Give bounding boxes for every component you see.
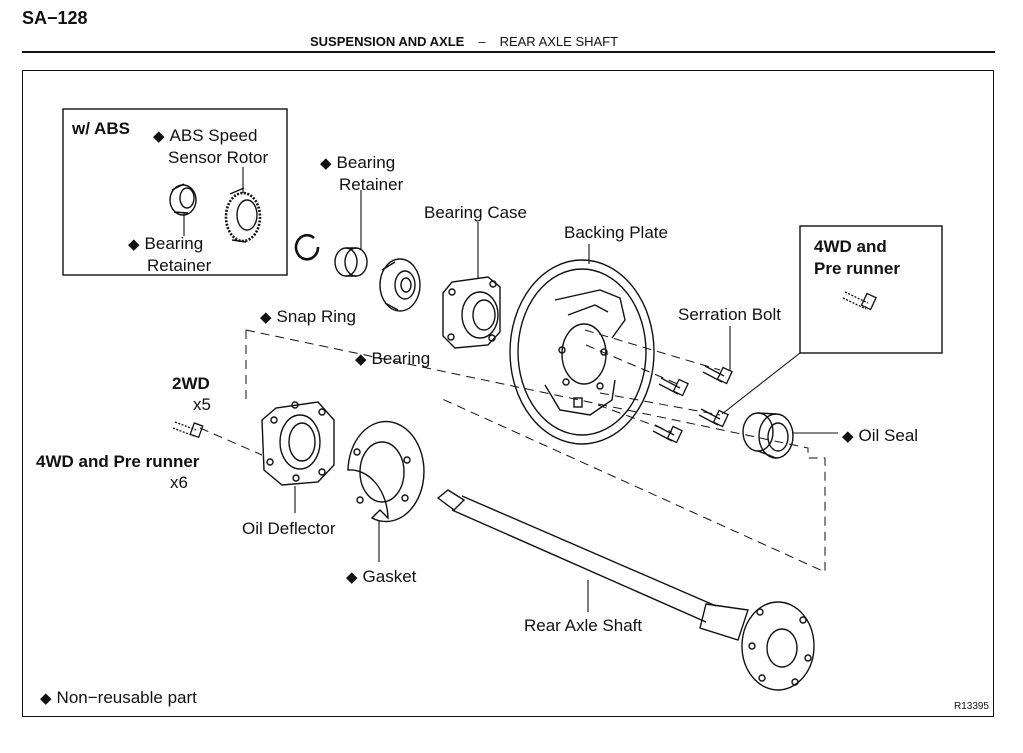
- fourwd-box-label-2: Pre runner: [814, 259, 900, 278]
- abs-bearing-retainer-label: ◆Bearing: [128, 234, 204, 253]
- twowd-label: 2WD: [172, 374, 210, 393]
- non-reusable-marker: ◆: [842, 428, 854, 445]
- header-separator: –: [478, 34, 486, 49]
- non-reusable-marker: ◆: [260, 309, 272, 326]
- serration-bolt-label: Serration Bolt: [678, 305, 781, 324]
- abs-bearing-retainer-label-2: Retainer: [147, 256, 212, 275]
- abs-bearing-retainer-part: [169, 183, 197, 216]
- diagram-frame: [22, 70, 994, 717]
- non-reusable-marker: ◆: [153, 128, 165, 145]
- fourwd-pre-runner-label: 4WD and Pre runner: [36, 452, 200, 471]
- gasket-label: ◆Gasket: [346, 567, 417, 586]
- oil-seal-part: [742, 412, 794, 459]
- header-rule: [22, 51, 995, 53]
- fourwd-box-label: 4WD and: [814, 237, 887, 256]
- oil-deflector-part: [261, 401, 335, 486]
- non-reusable-marker: ◆: [355, 351, 367, 368]
- rear-axle-shaft-label: Rear Axle Shaft: [524, 616, 643, 635]
- snap-ring-part: [294, 233, 320, 261]
- subsection-title: REAR AXLE SHAFT: [499, 34, 619, 49]
- oil-seal-label: ◆Oil Seal: [842, 426, 919, 445]
- non-reusable-marker: ◆: [346, 569, 358, 586]
- twowd-quantity: x5: [193, 395, 211, 414]
- page-header: SUSPENSION AND AXLE–REAR AXLE SHAFT: [310, 34, 618, 49]
- figure-id: R13395: [953, 701, 989, 712]
- backing-plate-part: [509, 259, 655, 445]
- bearing-case-label: Bearing Case: [424, 203, 528, 222]
- legend: ◆Non−reusable part: [40, 687, 197, 709]
- bearing-case-part: [442, 276, 501, 349]
- with-abs-label: w/ ABS: [72, 119, 130, 138]
- bearing-retainer-label: ◆Bearing: [320, 153, 396, 172]
- fourwd-quantity: x6: [170, 473, 188, 492]
- gasket-part: [347, 420, 425, 523]
- bearing-retainer-label-2: Retainer: [339, 175, 404, 194]
- oil-deflector-label: Oil Deflector: [242, 519, 336, 538]
- section-title: SUSPENSION AND AXLE: [310, 34, 465, 49]
- legend-text: Non−reusable part: [56, 688, 197, 707]
- rear-axle-shaft-part: [436, 489, 815, 691]
- abs-sensor-rotor-label-2: Sensor Rotor: [168, 148, 269, 167]
- fourwd-inset-box: [799, 225, 943, 354]
- serration-bolt-parts: [172, 291, 877, 444]
- backing-plate-label: Backing Plate: [564, 223, 668, 242]
- bearing-part: [379, 258, 421, 312]
- non-reusable-marker: ◆: [128, 236, 140, 253]
- snap-ring-label: ◆Snap Ring: [260, 307, 356, 326]
- non-reusable-marker: ◆: [320, 155, 332, 172]
- non-reusable-marker: ◆: [40, 690, 52, 707]
- bearing-label: ◆Bearing: [355, 349, 431, 368]
- abs-sensor-rotor-label: ◆ABS Speed: [153, 126, 258, 145]
- page-number: SA−128: [22, 8, 88, 28]
- bearing-retainer-part: [334, 247, 368, 277]
- abs-inset-box: [62, 108, 288, 276]
- abs-sensor-rotor-part: [224, 187, 262, 243]
